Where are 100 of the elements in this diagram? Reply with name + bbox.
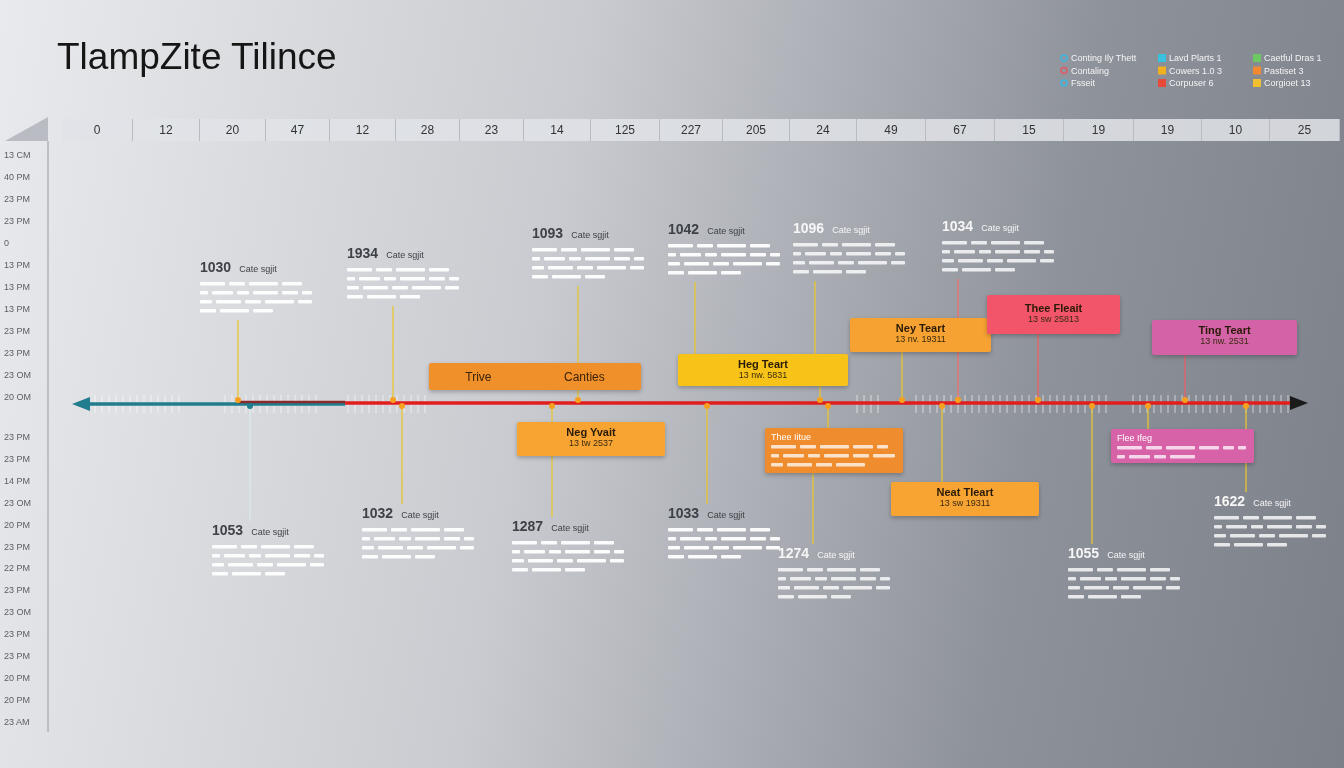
annotation-heading: Cate sgjit [707, 226, 745, 236]
card-title: Heg Teart [737, 358, 789, 370]
annotation-heading: Cate sgjit [251, 527, 289, 537]
time-label: 13 PM [4, 304, 31, 315]
annotation-heading: Cate sgjit [1107, 550, 1145, 560]
ruler-number: 47 [266, 119, 330, 141]
time-label: 20 OM [4, 392, 32, 403]
legend-label: Caetful Dras 1 [1264, 53, 1322, 63]
time-label: 23 OM [4, 607, 32, 619]
time-label: 23 OM [4, 370, 32, 381]
ruler-number: 19 [1134, 119, 1202, 141]
annotation-heading: Cate sgjit [832, 225, 870, 235]
year-label: 1033 [668, 505, 700, 521]
ruler-number: 205 [723, 119, 790, 141]
time-label: 40 PM [4, 172, 31, 183]
time-label: 23 PM [4, 194, 31, 205]
card-title: Neg Yvait [565, 426, 617, 438]
year-label: 1274 [778, 545, 810, 561]
card-subtitle: 13 nw. 2531 [1199, 336, 1250, 346]
time-label: 20 PM [4, 694, 31, 706]
event-card [1111, 429, 1254, 463]
event-card [987, 295, 1120, 334]
event-card [517, 422, 665, 456]
event-card [1152, 320, 1297, 355]
ruler-number: 25 [1270, 119, 1340, 141]
year-label: 1034 [942, 218, 974, 234]
card-subtitle: 13 nw. 5831 [737, 370, 789, 380]
card-subtitle: 13 sw 19311 [938, 498, 992, 508]
time-label: 23 OM [4, 497, 32, 509]
event-card [765, 428, 903, 473]
annotation-heading: Cate sgjit [401, 510, 439, 520]
card-subtitle: 13 tw 2537 [567, 438, 614, 448]
year-label: 1093 [532, 225, 564, 241]
time-label: 20 PM [4, 519, 31, 531]
time-label: 14 PM [4, 475, 31, 487]
annotation-heading: Cate sgjit [571, 230, 609, 240]
legend-label: Corgioet 13 [1264, 78, 1311, 88]
time-label: 13 CM [4, 150, 32, 161]
leader-line [814, 280, 816, 355]
event-card [429, 363, 641, 390]
ruler-number: 24 [790, 119, 857, 141]
leader-line [551, 455, 553, 518]
ruler-number: 20 [200, 119, 266, 141]
annotation-heading: Cate sgjit [1253, 498, 1291, 508]
legend-label: Pastiset 3 [1264, 65, 1304, 76]
legend-label: Conting Ily Thett [1071, 53, 1137, 63]
legend-label: Cowers 1.0 3 [1169, 65, 1223, 76]
time-label: 23 PM [4, 453, 31, 465]
year-label: 1934 [347, 245, 379, 261]
time-label: 22 PM [4, 563, 31, 575]
card-text: Thee Iitue [771, 432, 813, 442]
ruler-number: 125 [591, 119, 660, 141]
diagram-title: TlampZite Tilince [57, 36, 337, 78]
card-subtitle: 13 sw 25813 [1026, 314, 1080, 324]
year-label: 1622 [1214, 493, 1246, 509]
annotation-heading: Cate sgjit [551, 523, 589, 533]
ruler-number: 14 [524, 119, 591, 141]
time-label: 23 PM [4, 326, 31, 337]
ruler-number: 15 [995, 119, 1064, 141]
year-label: 1055 [1068, 545, 1100, 561]
time-label: 23 PM [4, 432, 31, 443]
year-label: 1096 [793, 220, 825, 236]
ruler-number: 10 [1202, 119, 1270, 141]
time-label: 20 PM [4, 672, 31, 684]
ruler-number: 227 [660, 119, 723, 141]
card-subtitle: 13 nv. 19311 [894, 334, 947, 344]
ruler-number: 12 [330, 119, 396, 141]
ruler-number: 23 [460, 119, 524, 141]
event-card [678, 354, 848, 386]
time-label: 13 PM [4, 260, 31, 271]
card-title: Trive [465, 369, 492, 384]
annotation-heading: Cate sgjit [981, 223, 1019, 233]
legend-label: Contaling [1071, 65, 1110, 76]
leader-line [577, 285, 579, 364]
legend-label: Corpuser 6 [1169, 78, 1214, 88]
leader-line [694, 281, 696, 355]
ruler-number: 28 [396, 119, 460, 141]
card-title: Ney Teart [894, 322, 947, 334]
year-label: 1030 [200, 259, 232, 275]
card-title: Ting Teart [1197, 324, 1252, 336]
card-text: Flee Ifeg [1117, 433, 1154, 443]
time-label: 23 AM [4, 716, 31, 728]
legend-label: Fsseit [1071, 78, 1095, 88]
year-label: 1032 [362, 505, 394, 521]
time-label: 23 PM [4, 541, 31, 553]
annotation-heading: Cate sgjit [817, 550, 855, 560]
card-title: Neat Tleart [935, 486, 995, 498]
ruler-number: 19 [1064, 119, 1134, 141]
ruler-number: 67 [926, 119, 995, 141]
leader-line [812, 472, 814, 545]
time-label: 13 PM [4, 282, 31, 293]
time-label: 23 PM [4, 216, 31, 227]
card-title: Thee Fleait [1023, 302, 1084, 314]
time-label: 23 PM [4, 629, 31, 641]
ruler-number: 49 [857, 119, 926, 141]
card-title: Canties [564, 369, 605, 384]
legend-label: Lavd Plarts 1 [1169, 53, 1222, 63]
ruler-number: 0 [62, 119, 133, 141]
annotation-heading: Cate sgjit [707, 510, 745, 520]
time-label: 0 [4, 238, 10, 249]
